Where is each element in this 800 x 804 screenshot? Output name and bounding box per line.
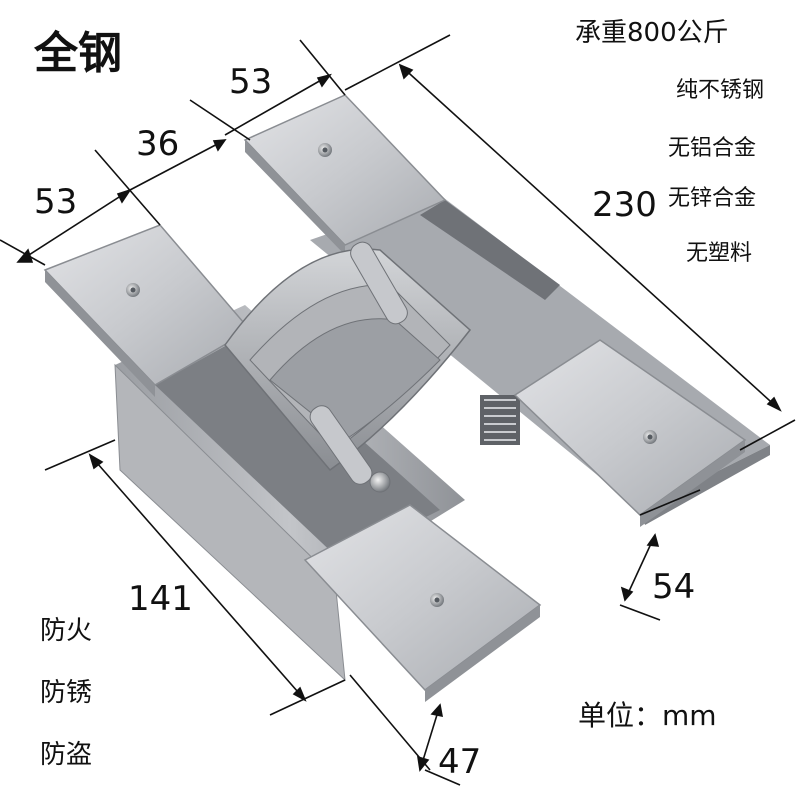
feature-item: 无铝合金: [668, 136, 757, 161]
unit-label: 单位：mm: [578, 699, 717, 732]
dimension-label: 47: [438, 742, 482, 782]
feature-item: 防盗: [40, 740, 93, 770]
dimension-lines: [0, 34, 796, 786]
load-capacity-text: 承重800公斤: [575, 18, 729, 48]
left-body: [114, 305, 465, 682]
dimension-label: 230: [592, 185, 657, 225]
dimension-label: 53: [34, 182, 78, 222]
dimension-label: 36: [136, 124, 180, 164]
headline-text: 全钢: [34, 28, 122, 79]
feature-item: 纯不锈钢: [676, 78, 765, 103]
right-plate: [513, 339, 747, 527]
feature-item: 防火: [40, 616, 93, 646]
feature-item: 防锈: [40, 678, 93, 708]
bottom-plate: [303, 504, 542, 702]
feature-item: 无塑料: [686, 241, 753, 266]
dimension-label: 53: [229, 62, 273, 102]
top-plate: [243, 94, 447, 255]
feature-item: 无锌合金: [668, 186, 757, 211]
dimension-label: 141: [128, 579, 193, 619]
hinge-links: [224, 241, 520, 493]
spring: [480, 395, 520, 445]
dimension-label: 54: [652, 567, 696, 607]
